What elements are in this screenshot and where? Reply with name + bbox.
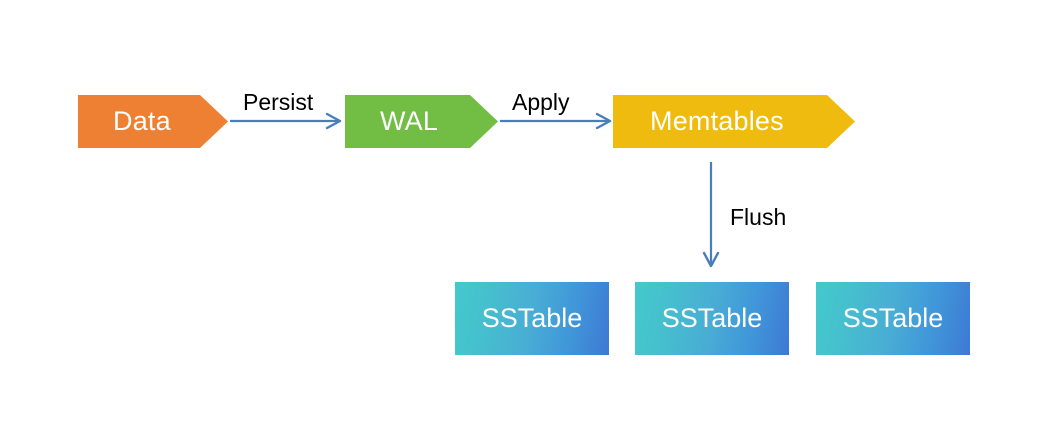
node-sstable-1[interactable]: SSTable xyxy=(455,282,609,355)
edge-flush xyxy=(702,162,720,268)
node-label-memtables: Memtables xyxy=(650,106,784,136)
node-memtables[interactable]: Memtables xyxy=(613,95,855,148)
node-data[interactable]: Data xyxy=(78,95,228,148)
node-sstable-3[interactable]: SSTable xyxy=(816,282,970,355)
node-label-sstable-3: SSTable xyxy=(842,303,944,333)
chevron-shape-data xyxy=(78,95,228,148)
node-label-sstable-1: SSTable xyxy=(481,303,583,333)
edge-apply xyxy=(500,112,612,130)
chevron-shape-memtables xyxy=(613,95,855,148)
node-sstable-2[interactable]: SSTable xyxy=(635,282,789,355)
edge-label-persist: Persist xyxy=(243,89,314,115)
node-label-data: Data xyxy=(113,106,171,136)
node-label-sstable-2: SSTable xyxy=(661,303,763,333)
chevron-shape-wal xyxy=(345,95,498,148)
node-label-wal: WAL xyxy=(380,106,439,136)
edge-label-apply: Apply xyxy=(512,89,570,115)
node-wal[interactable]: WAL xyxy=(345,95,498,148)
edge-label-flush: Flush xyxy=(730,204,787,230)
edge-persist xyxy=(230,112,342,130)
